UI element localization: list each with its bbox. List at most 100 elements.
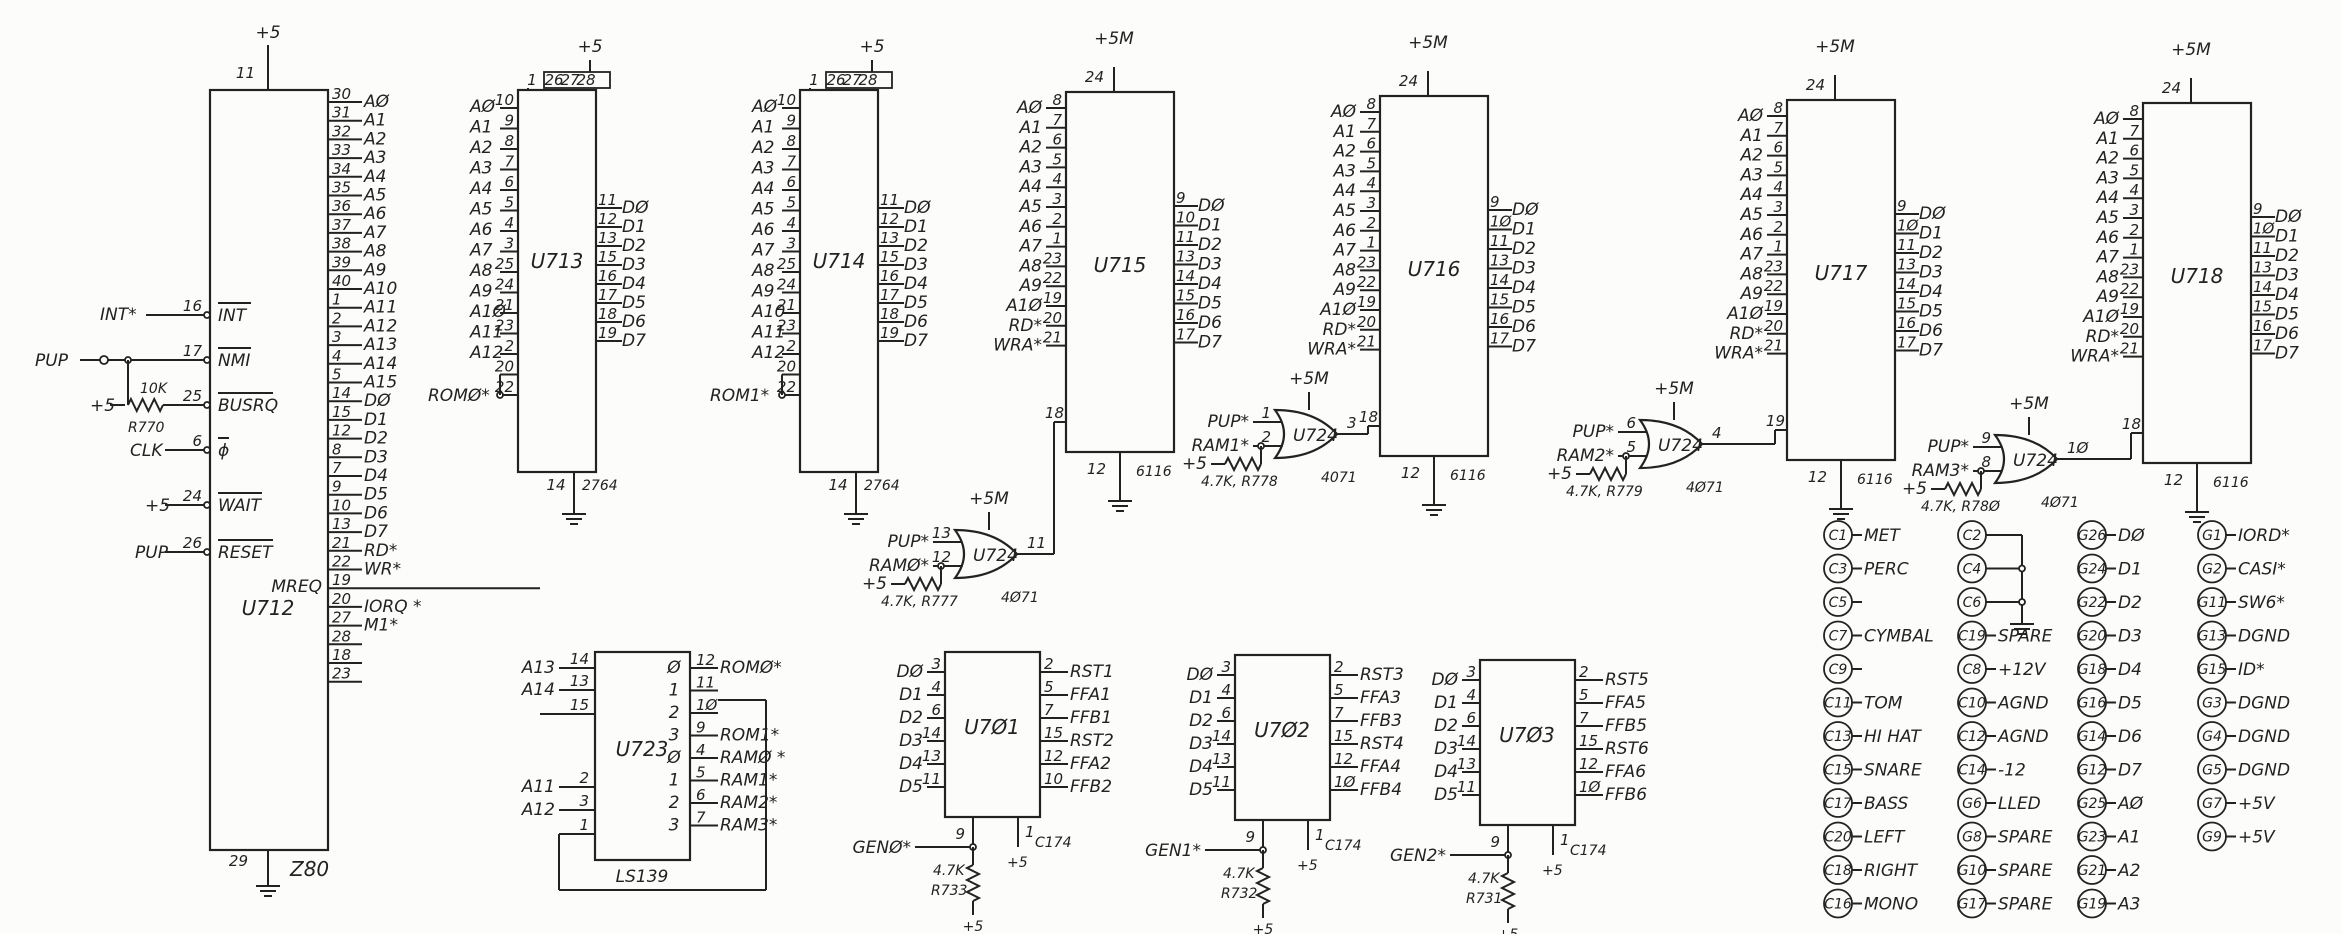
pin-id: C2: [1963, 528, 1982, 544]
pin-number: 3: [504, 235, 514, 253]
pin-number: 40: [332, 272, 351, 290]
pin-signal: A6: [1019, 217, 1043, 237]
pin-id: C8: [1963, 662, 1982, 678]
pin-number: 3: [1347, 414, 1357, 432]
pin-number: 5: [1334, 681, 1344, 699]
pin-number: 16: [598, 267, 617, 285]
pin-signal: D6: [904, 312, 928, 332]
resistor-symbol: [1224, 455, 1262, 473]
pin-number: 14: [1490, 271, 1509, 289]
pin-number: 4: [1712, 424, 1722, 442]
pin-number: 15: [1897, 295, 1916, 313]
pin-signal: WRA*: [2070, 347, 2119, 367]
pin-signal: D4: [622, 274, 646, 294]
pin-signal: A2: [1019, 138, 1042, 158]
pin-signal: DØ: [1919, 204, 1946, 224]
pin-number: 12: [1334, 750, 1353, 768]
pin-number: 30: [332, 85, 351, 103]
pin-signal: D1: [2275, 227, 2299, 247]
pin-number: 4: [786, 214, 796, 232]
pin-number: 8: [1981, 453, 1991, 471]
pin-signal: D3: [1919, 263, 1943, 283]
net-label: +5: [1902, 479, 1927, 499]
pin-number: 19: [1766, 412, 1785, 430]
gate-input-net: PUP*: [1573, 422, 1614, 442]
pin-number: 21: [1357, 333, 1376, 351]
pin-number: 8: [332, 440, 342, 458]
pin-id: C1: [1829, 528, 1848, 544]
pin-number: 18: [2122, 415, 2141, 433]
pin-signal: A10: [751, 302, 785, 322]
pin-signal: A2: [1333, 142, 1356, 162]
pin-number: 15: [1334, 727, 1353, 745]
pin-name: BUSRQ: [218, 396, 278, 416]
pin-signal: BASS: [1864, 794, 1908, 814]
power-pin-group: [825, 71, 893, 89]
pin-number: 8: [504, 132, 514, 150]
pin-signal: M1*: [364, 616, 398, 636]
pin-number: 7: [1773, 119, 1783, 137]
pin-id: G25: [2078, 796, 2107, 812]
chip-name: U715: [1094, 253, 1147, 277]
pin-number: 23: [332, 665, 351, 683]
ram-body: [1785, 98, 1897, 462]
chip-name: U713: [531, 249, 584, 273]
pin-signal: RAMØ *: [720, 748, 785, 768]
gate-input-net: RAM3*: [1912, 461, 1969, 481]
pin-signal: WR*: [364, 560, 401, 580]
pin-number: 11: [1490, 232, 1509, 250]
pin-id: G5: [2202, 763, 2222, 779]
pin-number: 13: [2253, 259, 2272, 277]
pin-number: 1Ø: [1490, 213, 1513, 231]
ram-u716: U716+5M248AØ7A16A25A34A43A52A61A723A822A…: [1182, 33, 1539, 516]
ram-u718: U718+5M248AØ7A16A25A34A43A52A61A723A822A…: [1902, 40, 2302, 523]
pin-signal: SW6*: [2238, 593, 2285, 613]
output-index: 1: [669, 771, 680, 791]
chip-type: 6116: [1450, 468, 1486, 484]
pin-signal: D7: [2118, 761, 2142, 781]
pin-signal: A7: [1740, 245, 1764, 265]
pin-signal: FFB2: [1070, 777, 1112, 797]
pin-number: 16: [880, 267, 899, 285]
pin-id: C16: [1824, 897, 1852, 913]
pin-signal: DØ: [622, 198, 649, 218]
gen-net: GENØ*: [852, 838, 911, 858]
pin-number: 12: [1044, 747, 1063, 765]
pin-number: 9: [786, 112, 796, 130]
power-label: +5M: [1408, 33, 1448, 53]
pin-number: 12: [880, 210, 899, 228]
connector-pin-g9: G9+5V: [2197, 821, 2276, 852]
pin-number: 5: [1626, 438, 1636, 456]
pin-signal: A2: [469, 138, 492, 158]
pin-id: G4: [2202, 729, 2222, 745]
pin-signal: A7: [363, 223, 387, 243]
pin-number: 20: [495, 358, 514, 376]
pin-signal: AØ: [1330, 102, 1357, 122]
resistor-ref: R732: [1221, 886, 1258, 902]
pin-id: G16: [2078, 696, 2107, 712]
pin-signal: A8: [1333, 260, 1357, 280]
pin-number: 24: [777, 276, 796, 294]
pin-number: 5: [1366, 154, 1376, 172]
pin-number: 16: [1176, 306, 1195, 324]
pin-number: 27: [332, 609, 352, 627]
pin-number: 1: [1052, 230, 1062, 248]
resistor-ref: R731: [1466, 891, 1502, 907]
pin-signal: A8: [363, 242, 387, 262]
pin-number: 15: [1579, 732, 1598, 750]
pin-id: C18: [1824, 863, 1852, 879]
pin-id: G21: [2078, 863, 2107, 879]
pin-number: 16: [1490, 310, 1509, 328]
pin-number: 24: [1806, 76, 1825, 94]
output-index: 3: [669, 816, 680, 836]
resistor-symbol: [964, 864, 982, 902]
cap-ref: C174: [1325, 838, 1362, 854]
pin-signal: D1: [622, 217, 646, 237]
pin-signal: A6: [751, 220, 775, 240]
